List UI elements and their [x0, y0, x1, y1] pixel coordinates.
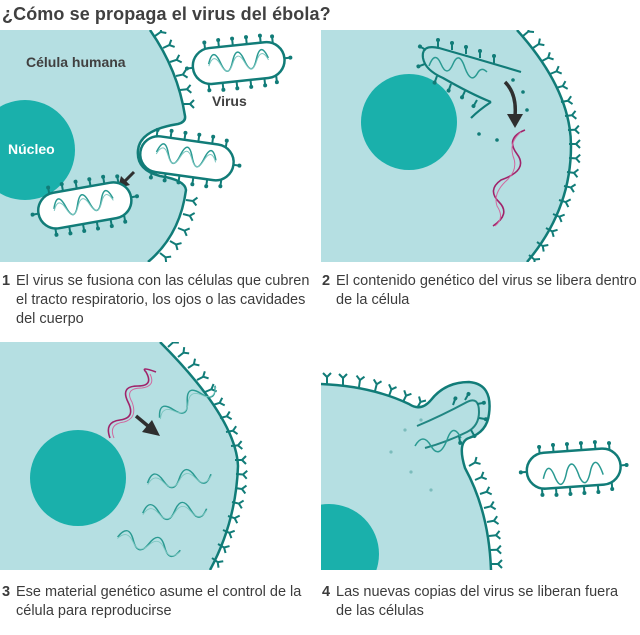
- nucleus-icon: [0, 100, 75, 200]
- virus-icon: [138, 126, 243, 190]
- virus-icon: [183, 32, 294, 94]
- panel-4-illustration: [321, 342, 640, 570]
- rna-helix-icon: [107, 368, 157, 439]
- arrow-icon: [503, 80, 523, 128]
- nucleus-icon: [30, 430, 126, 526]
- cell-label: Célula humana: [26, 54, 126, 70]
- virus-icon: [517, 438, 630, 499]
- step-text: El contenido genético del virus se liber…: [336, 273, 637, 308]
- panel-1-illustration: Núcleo Célula humana Virus: [0, 30, 310, 262]
- step-text: El virus se fusiona con las células que …: [16, 273, 310, 327]
- nucleus-icon: [321, 504, 379, 570]
- step-number: 2: [322, 273, 331, 289]
- panel-3-caption: 3 Ese material genético asume el control…: [2, 583, 317, 621]
- panel-4-caption: 4 Las nuevas copias del virus se liberan…: [322, 583, 637, 621]
- arrow-icon: [134, 414, 160, 436]
- panel-1-caption: 1 El virus se fusiona con las células qu…: [2, 272, 317, 329]
- step-number: 1: [2, 273, 11, 289]
- page-title: ¿Cómo se propaga el virus del ébola?: [2, 4, 331, 24]
- panel-2-illustration: [321, 30, 640, 262]
- step-number: 4: [322, 584, 331, 600]
- nucleus-icon: [361, 74, 457, 170]
- step-text: Las nuevas copias del virus se liberan f…: [336, 584, 619, 619]
- virus-icon: [414, 37, 529, 142]
- step-number: 3: [2, 584, 11, 600]
- nucleus-label: Núcleo: [8, 141, 55, 157]
- step-text: Ese material genético asume el control d…: [16, 584, 302, 619]
- virus-label: Virus: [212, 93, 247, 109]
- panel-3-illustration: [0, 342, 310, 570]
- virus-icon: [29, 173, 141, 239]
- virus-icon: [389, 390, 490, 492]
- panel-2-caption: 2 El contenido genético del virus se lib…: [322, 272, 637, 310]
- rna-helix-icon: [492, 129, 526, 227]
